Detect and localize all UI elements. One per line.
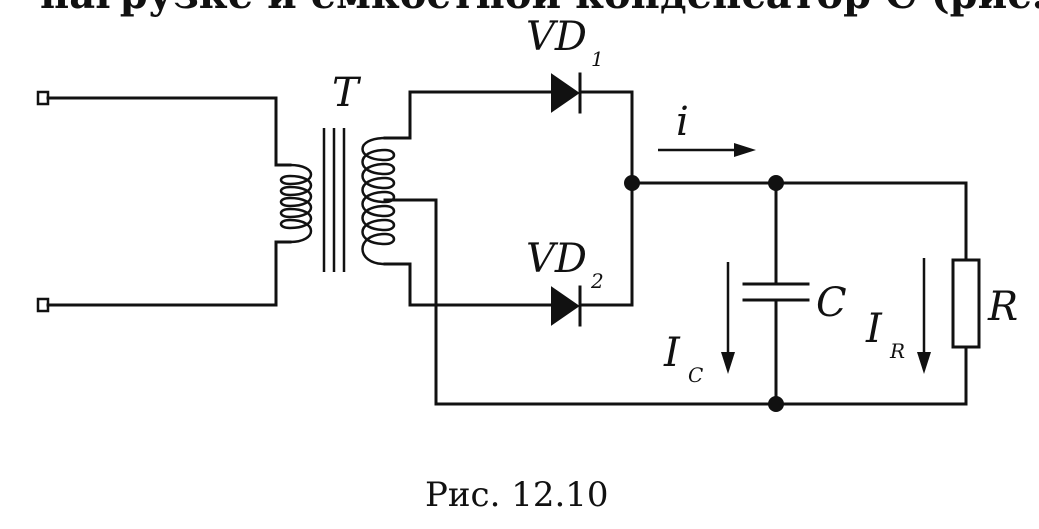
diode-vd1-triangle <box>551 73 580 113</box>
capacitor-c: C <box>742 181 847 406</box>
resistor-r: R <box>951 258 1018 349</box>
current-ir-subscript: R <box>889 339 905 363</box>
current-ic-label: I <box>663 330 681 376</box>
diode-vd1: VD 1 <box>526 14 634 185</box>
wire-secondary-top <box>383 90 558 140</box>
transformer-core <box>322 128 346 272</box>
primary-winding <box>279 163 312 244</box>
capacitor-label: C <box>816 280 847 326</box>
figure-caption: Рис. 12.10 <box>425 475 609 515</box>
input-wire-top <box>46 96 292 167</box>
transformer: T <box>279 70 396 272</box>
wire-center-tap <box>383 198 778 406</box>
wire-vd2-out <box>578 181 634 307</box>
diode-vd1-label: VD <box>526 14 587 60</box>
wire-secondary-bottom <box>383 262 558 307</box>
header-text-fragment: нагрузке и емкостной конденсатор С (рис.… <box>40 0 1039 18</box>
current-arrow-i: i <box>658 99 756 157</box>
current-i-label: i <box>676 99 689 145</box>
current-ic-subscript: C <box>688 363 703 387</box>
wire-output-top <box>630 181 968 262</box>
secondary-winding <box>361 136 396 266</box>
diode-vd2-triangle <box>551 286 580 326</box>
current-ir-label: I <box>865 306 883 352</box>
current-arrow-ir: I R <box>865 258 931 374</box>
resistor-body <box>951 258 981 349</box>
diode-vd2-label: VD <box>526 236 587 282</box>
wire-vd1-out <box>578 90 634 185</box>
diode-vd1-subscript: 1 <box>591 47 604 71</box>
resistor-label: R <box>987 284 1018 330</box>
junction-dot-diodes <box>624 175 640 191</box>
input-wire-bottom <box>46 240 292 307</box>
current-arrow-ic: I C <box>663 262 735 387</box>
diode-vd2-subscript: 2 <box>590 269 604 293</box>
diode-vd2: VD 2 <box>526 181 634 327</box>
wire-output-bottom <box>774 345 968 406</box>
input-terminals <box>36 90 292 313</box>
transformer-label: T <box>332 70 362 116</box>
